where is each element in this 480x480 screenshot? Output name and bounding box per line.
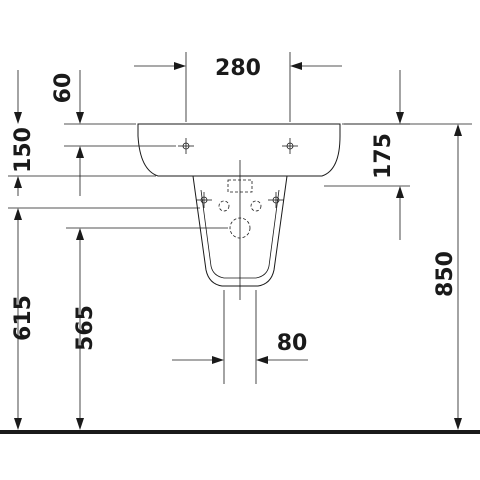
tap-hole-left — [178, 138, 194, 154]
fixing-hole-right — [250, 200, 262, 212]
fixing-mark-left — [196, 192, 212, 208]
arrow-565-top — [76, 228, 84, 240]
floor-line — [0, 430, 480, 434]
dimension-label-60: 60 — [51, 73, 76, 104]
arrow-850-bottom — [454, 418, 462, 430]
dimension-label-150: 150 — [11, 127, 36, 173]
arrow-280-left — [174, 62, 186, 70]
arrow-150-top — [14, 112, 22, 124]
fixing-hole-left — [218, 200, 230, 212]
dimension-label-850: 850 — [433, 251, 458, 297]
dimension-label-80: 80 — [277, 331, 308, 356]
arrow-615-top — [14, 208, 22, 220]
dimension-label-615: 615 — [11, 295, 36, 341]
arrow-615-bottom — [14, 418, 22, 430]
arrow-565-bottom — [76, 418, 84, 430]
tap-hole-right — [282, 138, 298, 154]
fixing-mark-right — [268, 192, 284, 208]
dimension-label-565: 565 — [73, 305, 98, 351]
arrow-150-bottom — [14, 176, 22, 188]
arrow-60-top — [76, 112, 84, 124]
arrow-175-bottom — [396, 186, 404, 198]
arrow-80-right — [256, 356, 268, 364]
arrow-850-top — [454, 124, 462, 136]
arrow-80-left — [212, 356, 224, 364]
dimension-label-175: 175 — [371, 133, 396, 179]
dimension-label-280: 280 — [215, 56, 261, 81]
arrow-175-top — [396, 112, 404, 124]
arrow-280-right — [290, 62, 302, 70]
basin-outline — [137, 123, 341, 177]
arrow-60-bottom — [76, 146, 84, 158]
